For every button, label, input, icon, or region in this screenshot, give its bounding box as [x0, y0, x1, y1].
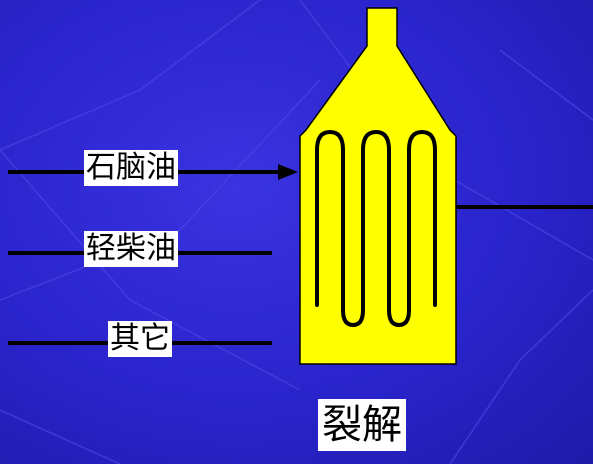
feed-label-other: 其它: [108, 321, 172, 357]
reactor-vessel: [299, 7, 457, 365]
feed-arrow-naphtha: [278, 164, 298, 180]
feed-label-diesel: 轻柴油: [84, 231, 178, 267]
feed-label-naphtha: 石脑油: [84, 150, 178, 186]
reactor-caption: 裂解: [318, 399, 406, 451]
reactor-coil: [315, 129, 437, 328]
